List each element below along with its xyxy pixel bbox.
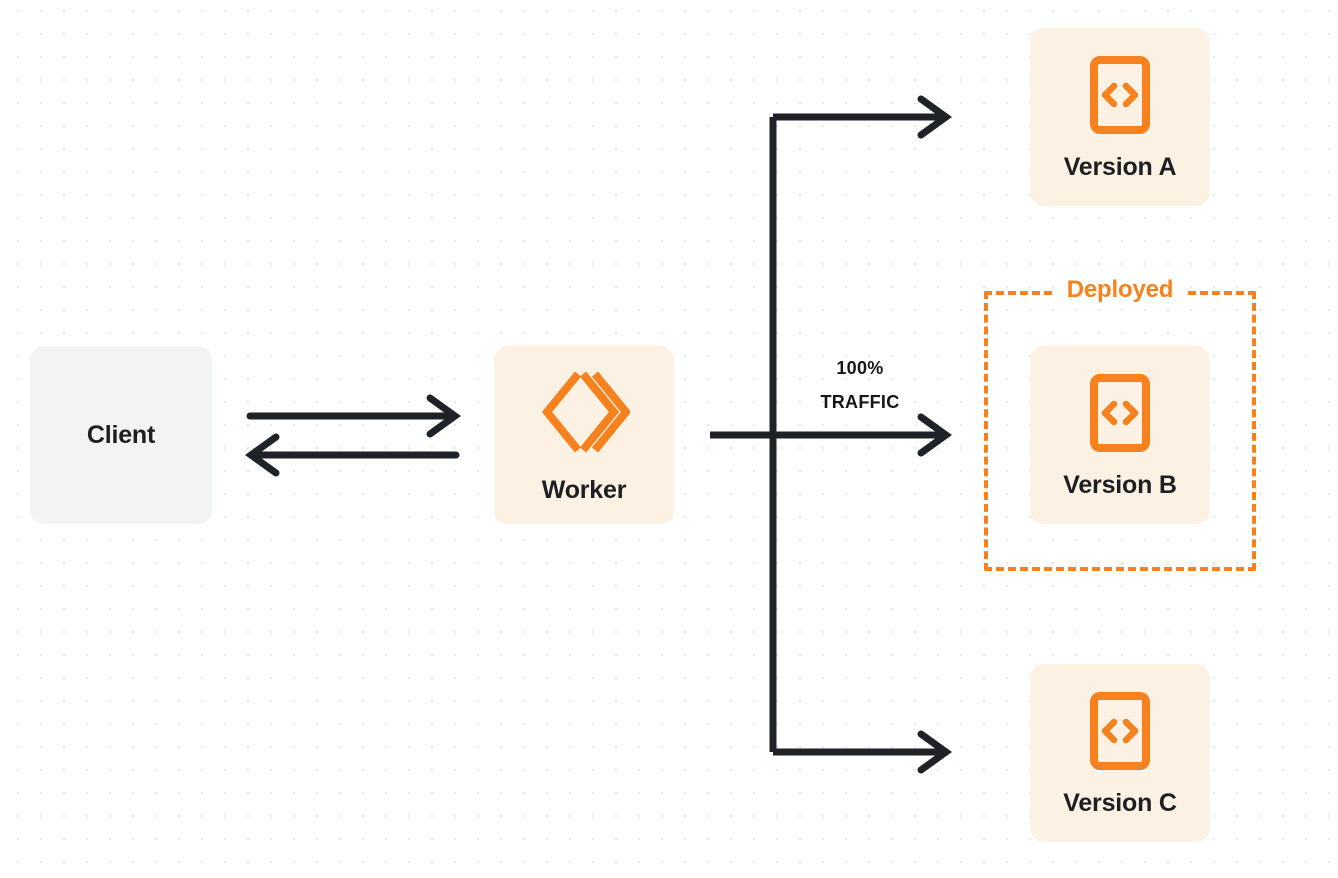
arrow-client-to-worker bbox=[246, 394, 461, 438]
cloudflare-workers-logo-icon bbox=[538, 368, 630, 456]
arrow-worker-to-client bbox=[245, 433, 460, 477]
traffic-caption: TRAFFIC bbox=[820, 392, 900, 413]
arrow-worker-to-version-a bbox=[773, 95, 952, 139]
node-client[interactable]: Client bbox=[30, 346, 212, 524]
worker-label: Worker bbox=[541, 475, 627, 504]
version-a-label: Version A bbox=[1063, 152, 1177, 181]
arrow-worker-to-version-c bbox=[773, 730, 952, 774]
node-version-c[interactable]: Version C bbox=[1030, 664, 1210, 842]
code-file-icon bbox=[1089, 373, 1151, 453]
version-b-label: Version B bbox=[1063, 470, 1177, 499]
node-version-a[interactable]: Version A bbox=[1030, 28, 1210, 206]
client-label: Client bbox=[86, 420, 156, 449]
version-c-label: Version C bbox=[1063, 788, 1177, 817]
traffic-annotation: 100% TRAFFIC bbox=[793, 351, 927, 419]
traffic-percent: 100% bbox=[836, 358, 884, 378]
deployed-group: Deployed bbox=[984, 278, 1256, 571]
code-file-icon bbox=[1089, 691, 1151, 771]
arrow-worker-to-version-b bbox=[710, 413, 952, 457]
node-worker[interactable]: Worker bbox=[494, 346, 674, 524]
node-version-b[interactable]: Version B bbox=[1030, 346, 1210, 524]
deployed-group-label: Deployed bbox=[1053, 278, 1187, 302]
code-file-icon bbox=[1089, 55, 1151, 135]
